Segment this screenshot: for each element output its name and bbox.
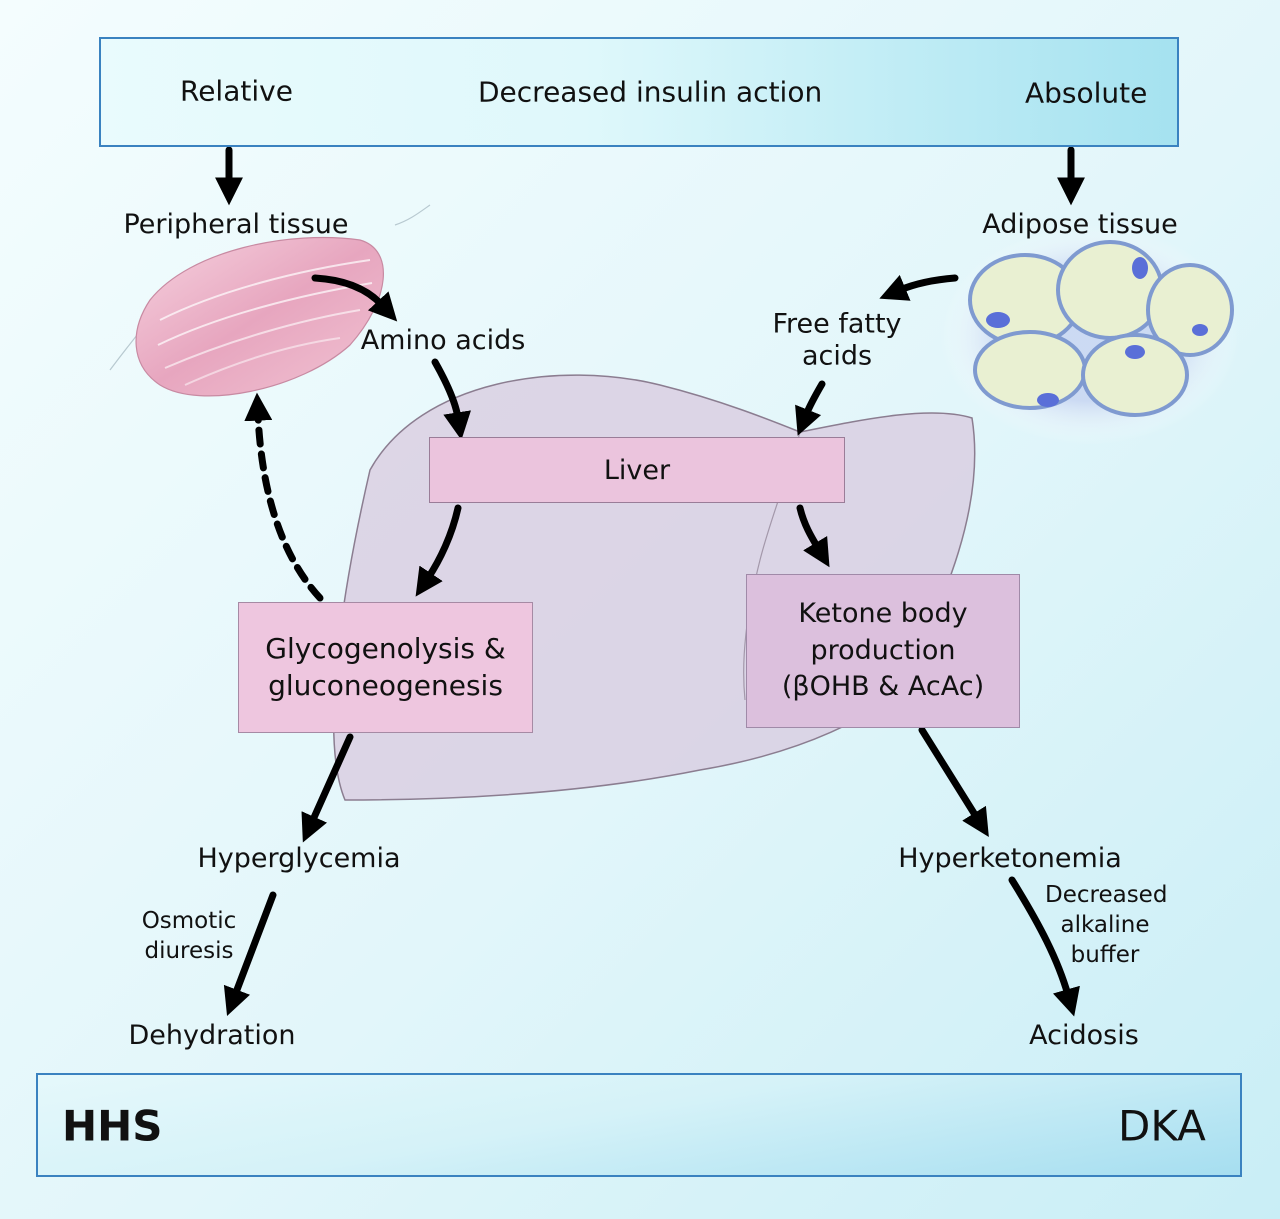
arrow-glyco-to-muscle-dashed bbox=[244, 392, 324, 602]
arrow-adipose-to-ffa bbox=[879, 274, 959, 301]
insulin-action-bar: Relative Decreased insulin action Absolu… bbox=[99, 37, 1179, 147]
arrow-liver-to-glyco bbox=[415, 504, 462, 597]
liver-box: Liver bbox=[429, 437, 845, 503]
hhs-dka-bar: HHS DKA bbox=[36, 1073, 1242, 1177]
decreased-insulin-action-label: Decreased insulin action bbox=[478, 75, 823, 109]
arrow-muscle-to-amino bbox=[311, 274, 398, 322]
amino-acids-label: Amino acids bbox=[360, 324, 526, 356]
acidosis-label: Acidosis bbox=[1029, 1019, 1139, 1051]
dehydration-label: Dehydration bbox=[128, 1019, 296, 1051]
peripheral-tissue-label: Peripheral tissue bbox=[123, 208, 349, 240]
adipose-tissue-label: Adipose tissue bbox=[982, 208, 1178, 240]
hyperketonemia-label: Hyperketonemia bbox=[898, 842, 1122, 874]
decreased-alkaline-buffer-label: Decreased alkaline buffer bbox=[1045, 882, 1168, 968]
ketone-body-box: Ketone body production (βOHB & AcAc) bbox=[746, 574, 1020, 728]
arrow-ffa-to-liver bbox=[795, 380, 826, 436]
dka-label: DKA bbox=[1118, 1101, 1206, 1151]
adipose-illustration bbox=[940, 225, 1240, 445]
free-fatty-acids-label: Free fatty acids bbox=[772, 308, 902, 372]
arrow-hyperglycemia-to-dehydration bbox=[223, 891, 277, 1016]
hyperglycemia-label: Hyperglycemia bbox=[197, 842, 401, 874]
hhs-label: HHS bbox=[62, 1101, 163, 1151]
arrow-glyco-to-hyperglycemia bbox=[301, 733, 354, 843]
arrow-hyperketonemia-to-acidosis bbox=[1008, 876, 1080, 1017]
relative-label: Relative bbox=[180, 74, 293, 108]
liver-label: Liver bbox=[603, 454, 671, 486]
arrow-amino-to-liver bbox=[431, 358, 471, 441]
arrows bbox=[215, 146, 1085, 1017]
glycogenolysis-label: Glycogenolysis & gluconeogenesis bbox=[265, 632, 506, 702]
arrow-liver-to-ketone bbox=[796, 504, 830, 568]
arrow-ketone-to-hyperketonemia bbox=[918, 726, 989, 837]
osmotic-diuresis-label: Osmotic diuresis bbox=[141, 908, 237, 964]
glycogenolysis-box: Glycogenolysis & gluconeogenesis bbox=[238, 602, 533, 733]
absolute-label: Absolute bbox=[1025, 76, 1148, 110]
ketone-body-label: Ketone body production (βOHB & AcAc) bbox=[781, 598, 985, 703]
